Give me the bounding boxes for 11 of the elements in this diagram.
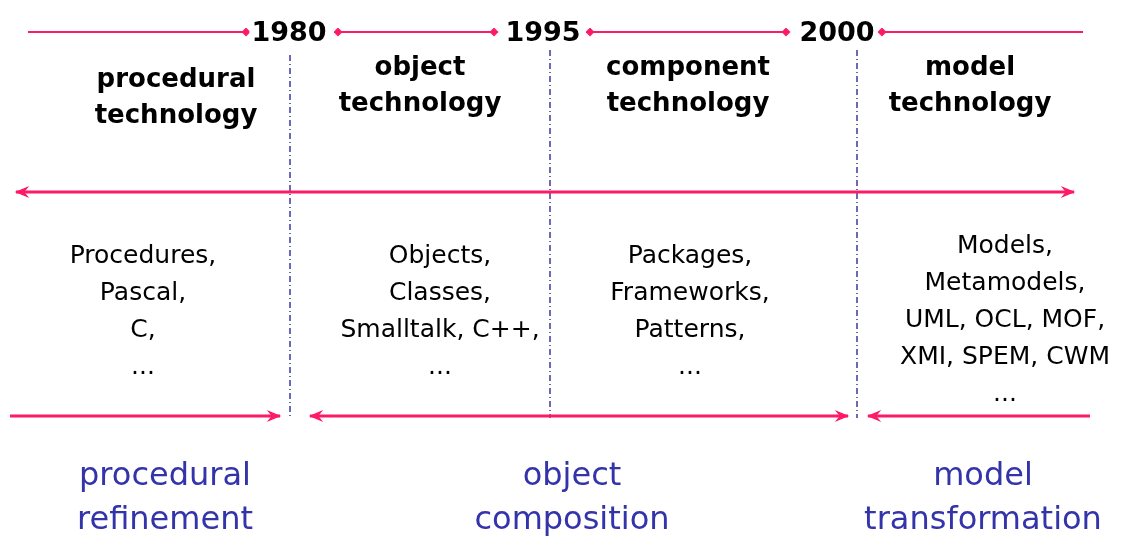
example-list: Procedures, Pascal, C, ... xyxy=(69,236,217,384)
era-heading: object technology xyxy=(338,50,502,119)
paradigm-label: model transformation xyxy=(864,454,1102,537)
era-heading: model technology xyxy=(888,50,1052,119)
paradigm-label: procedural refinement xyxy=(77,454,253,537)
paradigm-label: object composition xyxy=(474,454,670,537)
example-list: Objects, Classes, Smalltalk, C++, ... xyxy=(340,236,540,384)
era-heading: procedural technology xyxy=(94,62,258,131)
example-list: Packages, Frameworks, Patterns, ... xyxy=(610,236,770,384)
example-list: Models, Metamodels, UML, OCL, MOF, XMI, SPEM, CWM ... xyxy=(900,226,1110,411)
era-heading: component technology xyxy=(606,50,770,119)
